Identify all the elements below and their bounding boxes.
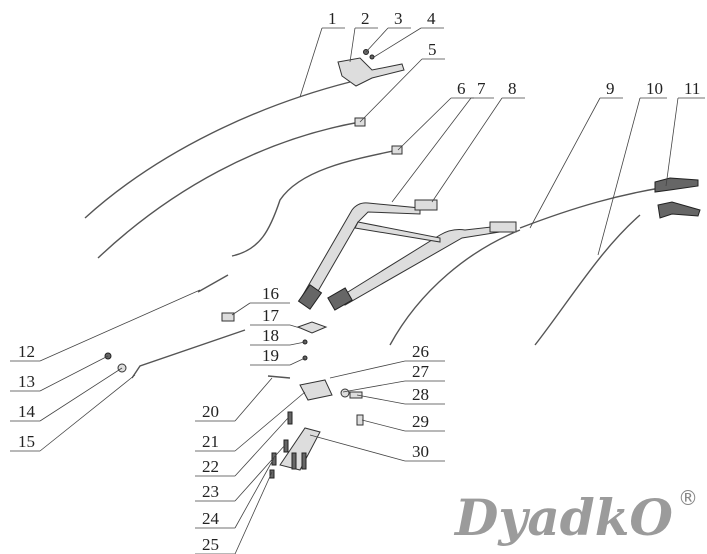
leader-line (342, 380, 445, 393)
leader-line (195, 457, 275, 529)
leader-line (529, 97, 623, 229)
control-rod (131, 329, 246, 379)
bracket (296, 321, 328, 334)
handle-bracket (327, 287, 353, 311)
callout-29: 29 (412, 412, 429, 431)
leader-line (373, 27, 444, 58)
leader-line (329, 360, 445, 379)
leader-line (309, 434, 445, 462)
callout-4: 4 (427, 9, 436, 28)
leader-lines (10, 27, 705, 554)
leader-line (10, 374, 136, 452)
cable-end (391, 145, 403, 155)
handlebar (333, 225, 501, 306)
callout-12: 12 (18, 342, 35, 361)
leader-line (250, 324, 301, 329)
bushing (221, 312, 235, 322)
callout-21: 21 (202, 432, 219, 451)
cable (519, 187, 661, 229)
cable (389, 229, 521, 346)
nut (340, 388, 350, 398)
throttle-cable (84, 81, 351, 219)
cable (534, 214, 641, 346)
callout-25: 25 (202, 535, 219, 554)
grip (489, 221, 517, 233)
leader-line (397, 97, 474, 151)
leader-line (391, 97, 494, 203)
leader-line (195, 471, 273, 554)
callout-30: 30 (412, 442, 429, 461)
callout-27: 27 (412, 362, 430, 381)
leader-line (665, 97, 705, 187)
callout-22: 22 (202, 457, 219, 476)
parts (84, 49, 701, 479)
callout-24: 24 (202, 509, 220, 528)
leader-line (356, 394, 445, 405)
grip (414, 199, 438, 211)
leader-line (250, 341, 306, 346)
callout-10: 10 (646, 79, 663, 98)
leader-line (365, 27, 411, 53)
leader-line (231, 302, 290, 316)
leader-line (195, 377, 273, 422)
bolt (267, 375, 291, 379)
cable (97, 121, 361, 259)
callout-11: 11 (684, 79, 700, 98)
leader-line (195, 444, 286, 502)
leader-line (195, 391, 306, 452)
callout-1: 1 (328, 9, 337, 28)
leader-line (349, 27, 378, 63)
bolts (269, 411, 307, 479)
callout-6: 6 (457, 79, 466, 98)
callout-3: 3 (394, 9, 403, 28)
callout-16: 16 (262, 284, 279, 303)
callout-5: 5 (428, 40, 437, 59)
callout-2: 2 (361, 9, 370, 28)
callout-28: 28 (412, 385, 429, 404)
leader-line (597, 97, 667, 256)
cable (231, 149, 399, 257)
leader-line (361, 419, 445, 432)
callout-8: 8 (508, 79, 517, 98)
callout-9: 9 (606, 79, 615, 98)
spring (197, 274, 229, 293)
leader-line (10, 367, 123, 422)
callout-7: 7 (477, 79, 486, 98)
callout-17: 17 (262, 306, 280, 325)
leader-line (250, 357, 306, 366)
handle-crossbar (354, 221, 441, 243)
watermark: DyadkO ® (453, 486, 698, 547)
brake-lever (657, 201, 701, 219)
handle-bracket (297, 284, 323, 310)
callout-18: 18 (262, 326, 279, 345)
callout-26: 26 (412, 342, 429, 361)
nut (369, 54, 375, 60)
callout-20: 20 (202, 402, 219, 421)
watermark-text: DyadkO (453, 488, 673, 547)
callout-19: 19 (262, 346, 279, 365)
housing (299, 379, 333, 401)
leader-line (10, 289, 201, 362)
callout-15: 15 (18, 432, 35, 451)
callout-13: 13 (18, 372, 35, 391)
leader-line (431, 97, 525, 203)
callout-14: 14 (18, 402, 36, 421)
brake-lever (654, 177, 699, 193)
leader-line (10, 355, 109, 392)
registered-mark: ® (678, 486, 698, 510)
bushing (349, 391, 363, 399)
throttle-lever (337, 57, 405, 87)
leader-line (359, 58, 445, 123)
callout-23: 23 (202, 482, 219, 501)
leader-line (195, 417, 289, 477)
leader-line (299, 27, 345, 98)
